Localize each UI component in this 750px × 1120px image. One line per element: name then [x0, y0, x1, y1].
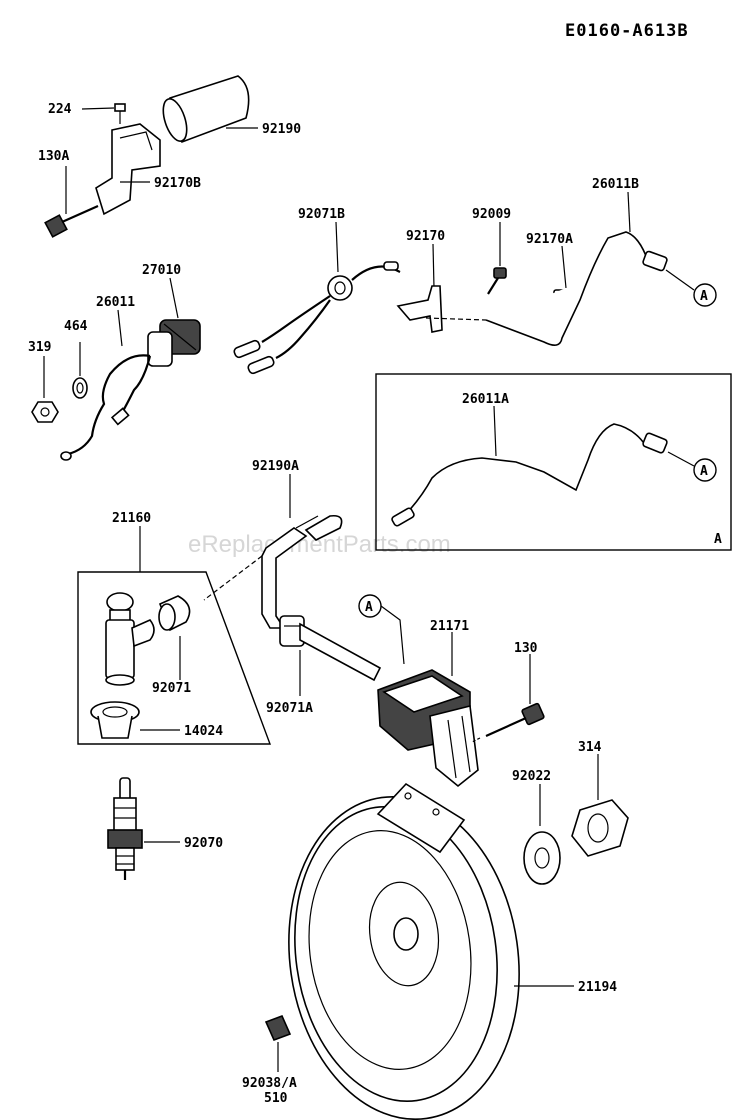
- label-92009: 92009: [472, 207, 511, 222]
- label-14024: 14024: [184, 724, 223, 739]
- grommet-92071b: [327, 275, 353, 301]
- label-26011: 26011: [96, 295, 135, 310]
- coil-21171: [377, 669, 479, 788]
- lead-92190a: [203, 514, 343, 629]
- label-92190: 92190: [262, 122, 301, 137]
- label-92071a: 92071A: [266, 701, 313, 716]
- label-92022: 92022: [512, 769, 551, 784]
- bolt-130: [471, 702, 545, 743]
- spark-plug-92070: [107, 777, 143, 880]
- inset-box-a: [375, 373, 732, 551]
- plug-cap-group-box: [77, 571, 272, 745]
- ref-letter-a-3: A: [365, 600, 373, 615]
- label-510: 510: [264, 1091, 288, 1106]
- seat-14024: [90, 701, 140, 739]
- ref-letter-a-1: A: [700, 289, 708, 304]
- label-92071b: 92071B: [298, 207, 345, 222]
- lead-26011b: [425, 231, 668, 346]
- label-92070: 92070: [184, 836, 223, 851]
- lead-26011a: [391, 423, 668, 527]
- label-464: 464: [64, 319, 88, 334]
- bracket-92170b: [95, 123, 161, 216]
- label-21194: 21194: [578, 980, 617, 995]
- cover-92190: [162, 75, 250, 144]
- screw-92009: [487, 267, 507, 295]
- label-224: 224: [48, 102, 72, 117]
- label-21160: 21160: [112, 511, 151, 526]
- oring-464: [72, 377, 88, 399]
- inset-corner-label: A: [714, 532, 722, 547]
- nut-319: [31, 401, 59, 423]
- coil-lead: [299, 622, 382, 682]
- screw-224: [114, 103, 126, 124]
- label-130: 130: [514, 641, 538, 656]
- label-92038a: 92038/A: [242, 1076, 297, 1091]
- label-92190a: 92190A: [252, 459, 299, 474]
- label-27010: 27010: [142, 263, 181, 278]
- label-314: 314: [578, 740, 602, 755]
- boot-92071: [158, 595, 191, 632]
- label-26011b: 26011B: [592, 177, 639, 192]
- label-319: 319: [28, 340, 51, 355]
- washer-92022: [523, 831, 561, 885]
- ref-circle-a-2: [693, 458, 717, 482]
- label-92071: 92071: [152, 681, 191, 696]
- ref-letter-a-2: A: [700, 464, 708, 479]
- key-92038a: [264, 1014, 292, 1042]
- ref-circle-a-1: [693, 283, 717, 307]
- label-92170: 92170: [406, 229, 445, 244]
- label-92170b: 92170B: [154, 176, 201, 191]
- label-130a: 130A: [38, 149, 69, 164]
- label-26011a: 26011A: [462, 392, 509, 407]
- nut-314: [571, 799, 629, 857]
- bolt-130a: [44, 204, 99, 238]
- harness-92071b: [233, 261, 401, 375]
- flywheel-21194: [288, 782, 520, 1120]
- clamp-92170: [396, 285, 443, 333]
- switch-27010: [147, 319, 201, 367]
- lead-26011: [60, 354, 152, 461]
- plug-cap-21160: [105, 592, 155, 686]
- label-21171: 21171: [430, 619, 469, 634]
- label-92170a: 92170A: [526, 232, 573, 247]
- diagram-code: E0160-A613B: [565, 21, 689, 41]
